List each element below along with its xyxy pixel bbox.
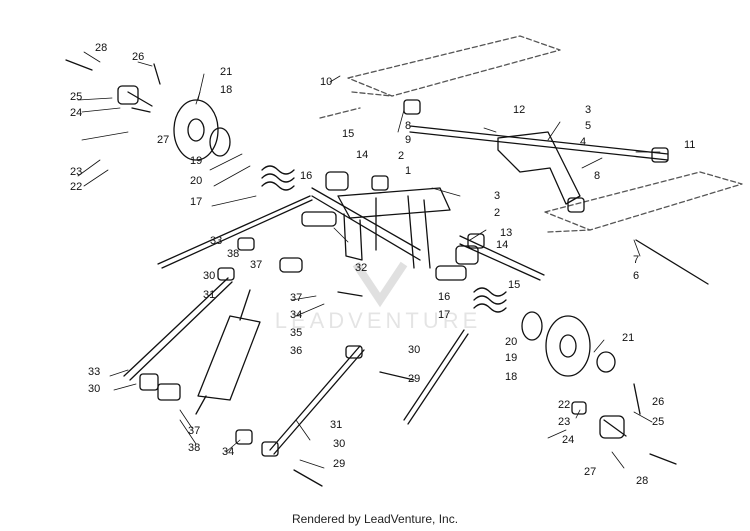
callout-21: 21 <box>622 332 634 344</box>
callout-23: 23 <box>70 166 82 178</box>
callout-33: 33 <box>88 366 100 378</box>
callout-2: 2 <box>494 207 500 219</box>
callout-37: 37 <box>290 292 302 304</box>
callout-30: 30 <box>88 383 100 395</box>
shaft-13 <box>459 235 545 281</box>
callout-29: 29 <box>333 458 345 470</box>
callout-16: 16 <box>300 170 312 182</box>
callout-30: 30 <box>333 438 345 450</box>
callout-17: 17 <box>438 309 450 321</box>
idler-wheel-left <box>117 85 231 161</box>
spring-right <box>473 287 507 313</box>
callout-25: 25 <box>70 91 82 103</box>
callout-2: 2 <box>398 150 404 162</box>
callout-32: 32 <box>355 262 367 274</box>
callout-3: 3 <box>494 190 500 202</box>
callout-11: 11 <box>684 139 695 151</box>
callout-16: 16 <box>438 291 450 303</box>
spring-left <box>261 165 295 191</box>
callout-34: 34 <box>290 309 302 321</box>
rear-arm-frame <box>311 187 451 269</box>
callout-1: 1 <box>405 165 411 177</box>
callout-14: 14 <box>356 149 368 161</box>
callout-27: 27 <box>157 134 169 146</box>
callout-36: 36 <box>290 345 302 357</box>
callout-7: 7 <box>633 254 639 266</box>
callout-28: 28 <box>636 475 648 487</box>
callout-20: 20 <box>190 175 202 187</box>
callout-4: 4 <box>580 136 586 148</box>
callout-13: 13 <box>500 227 512 239</box>
rod-17-left <box>157 195 313 269</box>
callout-19: 19 <box>190 155 202 167</box>
spacers <box>139 99 669 457</box>
callout-22: 22 <box>70 181 82 193</box>
callout-18: 18 <box>505 371 517 383</box>
callout-9: 9 <box>405 134 411 146</box>
callout-30: 30 <box>408 344 420 356</box>
callout-37: 37 <box>250 259 262 271</box>
callout-5: 5 <box>585 120 591 132</box>
bracket-4 <box>497 131 581 205</box>
callout-26: 26 <box>652 396 664 408</box>
callout-17: 17 <box>190 196 202 208</box>
callout-8: 8 <box>405 120 411 132</box>
callout-35: 35 <box>290 327 302 339</box>
callout-10: 10 <box>320 76 332 88</box>
callout-31: 31 <box>330 419 342 431</box>
callout-22: 22 <box>558 399 570 411</box>
watermark-text: LEADVENTURE <box>275 308 482 333</box>
bolt-6 <box>635 239 709 285</box>
link-31-lower <box>269 345 365 455</box>
callout-38: 38 <box>227 248 239 260</box>
callout-20: 20 <box>505 336 517 348</box>
callout-37: 37 <box>188 425 200 437</box>
callout-27: 27 <box>584 466 596 478</box>
callout-19: 19 <box>505 352 517 364</box>
idler-wheel-right <box>521 311 627 439</box>
link-31-upper <box>123 277 233 381</box>
callout-18: 18 <box>220 84 232 96</box>
callout-14: 14 <box>496 239 508 251</box>
leader-lines <box>77 51 661 469</box>
callout-38: 38 <box>188 442 200 454</box>
callout-21: 21 <box>220 66 232 78</box>
callout-8: 8 <box>594 170 600 182</box>
shaft-9 <box>409 125 669 161</box>
bolts <box>65 59 677 487</box>
callout-24: 24 <box>562 434 574 446</box>
callout-25: 25 <box>652 416 664 428</box>
callout-3: 3 <box>585 104 591 116</box>
callout-12: 12 <box>513 104 525 116</box>
shock-absorber-35 <box>195 289 261 415</box>
slide-rail-upper <box>319 35 561 119</box>
callout-6: 6 <box>633 270 639 282</box>
callout-23: 23 <box>558 416 570 428</box>
callout-26: 26 <box>132 51 144 63</box>
callout-34: 34 <box>222 446 234 458</box>
callout-24: 24 <box>70 107 82 119</box>
slide-rail-lower <box>544 171 743 233</box>
callout-28: 28 <box>95 42 107 54</box>
watermark-logo <box>352 261 408 308</box>
callout-33: 33 <box>210 235 222 247</box>
callout-30: 30 <box>203 270 215 282</box>
callout-15: 15 <box>342 128 354 140</box>
rod-17-right <box>403 329 469 425</box>
callout-31: 31 <box>203 289 215 301</box>
callout-15: 15 <box>508 279 520 291</box>
footer-credit: Rendered by LeadVenture, Inc. <box>291 512 459 526</box>
callout-29: 29 <box>408 373 420 385</box>
